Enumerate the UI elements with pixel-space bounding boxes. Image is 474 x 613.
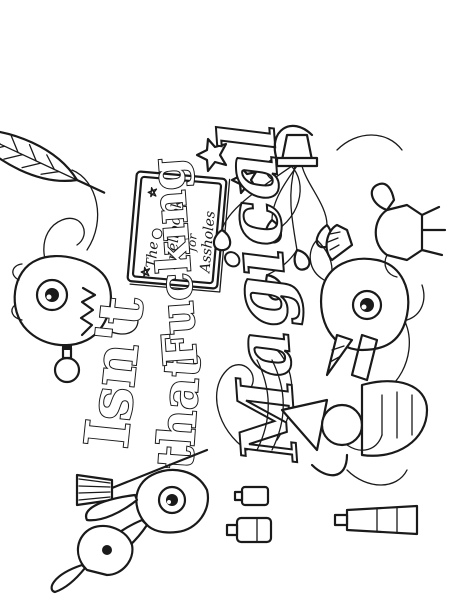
goblin-creature: [11, 255, 139, 347]
quill-feather: [0, 128, 106, 194]
potion-flask: [53, 344, 81, 384]
spellbook-line-3: for: [184, 232, 200, 253]
unicorn: [309, 239, 425, 377]
spellbook-line-2: Spellbook: [164, 199, 186, 270]
title-bubble-lettering: Isn't that Fucking: [71, 155, 213, 471]
cloth-drape: [256, 359, 284, 451]
rabbit-creature-2: [50, 524, 134, 594]
potion-bottles: [225, 485, 273, 544]
title-word-isnt: Isn't: [72, 293, 157, 451]
stars: [195, 137, 258, 195]
broom: [75, 448, 209, 507]
spellbook-line-1: The: [144, 241, 162, 269]
spellbook-line-4: Assholes: [197, 210, 219, 275]
prancing-pony: [370, 182, 447, 278]
hand: [325, 223, 354, 262]
tall-bottle: [333, 504, 419, 536]
wizard: [280, 333, 429, 457]
spellbook: The Spellbook for Assholes: [126, 170, 231, 293]
